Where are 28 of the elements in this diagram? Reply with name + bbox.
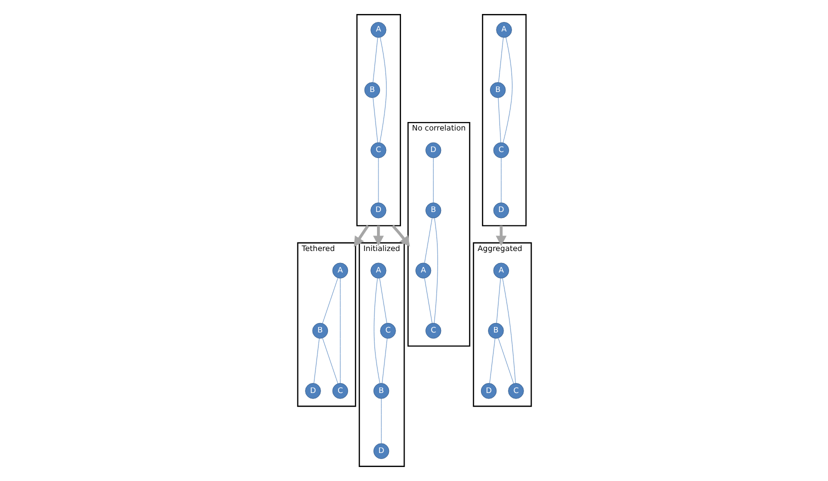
connector [424,278,432,324]
connector [379,37,386,143]
connector [372,37,378,83]
connector [498,338,514,384]
connector [380,398,382,444]
connector [313,338,320,384]
connector [424,218,432,264]
connector [433,218,438,324]
connector [488,338,495,384]
connector [498,37,504,83]
arrow [372,226,384,246]
connector [498,98,500,143]
connector [378,278,387,324]
connector [372,98,378,143]
connector [502,278,516,384]
arrow [391,224,410,247]
connector [502,37,512,143]
connector [322,278,338,324]
connector [496,278,500,324]
connector [381,338,387,384]
cluster [481,14,526,226]
connector [432,158,434,203]
cluster [356,14,400,226]
connector [373,278,380,384]
connector [322,338,338,384]
arrow [353,224,369,247]
arrow [495,226,506,246]
connector [500,158,501,203]
